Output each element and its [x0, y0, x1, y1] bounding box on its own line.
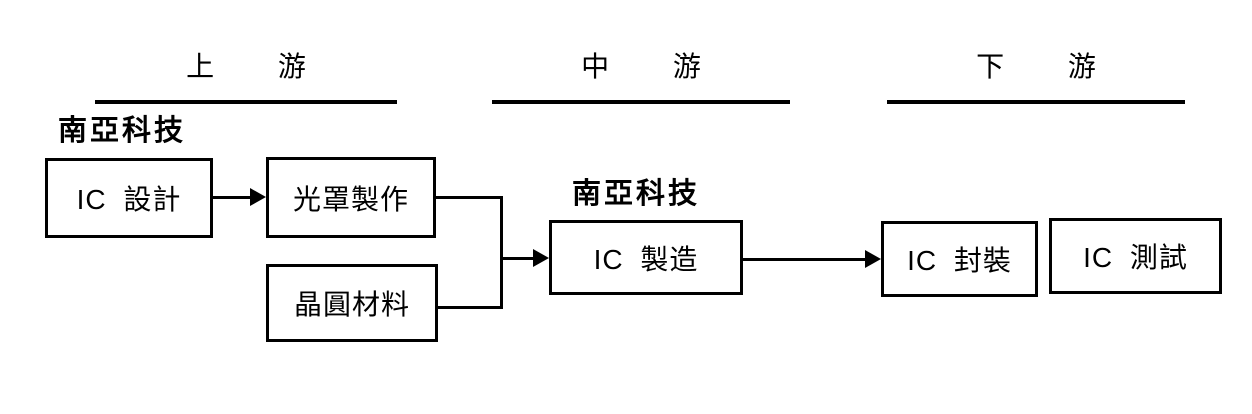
arrowhead-right-icon: [533, 249, 549, 267]
arrowhead-right-icon: [865, 250, 881, 268]
connector-merge-to-manufacturing: [500, 257, 534, 260]
connector-mask-to-merge: [436, 196, 503, 199]
node-mask-making-label: 光罩製作: [292, 183, 409, 215]
node-ic-design-label: IC 設計: [76, 184, 182, 215]
node-ic-testing: IC 測試: [1049, 218, 1222, 294]
node-wafer-material: 晶圓材料: [266, 264, 438, 342]
node-ic-packaging: IC 封裝: [881, 221, 1038, 297]
section-underline-midstream: [492, 100, 790, 104]
node-ic-packaging-label: IC 封裝: [907, 245, 1012, 276]
node-wafer-material-label: 晶圓材料: [293, 289, 410, 320]
connector-design-to-mask: [213, 196, 251, 199]
company-label-upstream: 南亞科技: [58, 115, 187, 147]
node-ic-design: IC 設計: [45, 158, 213, 238]
company-label-midstream: 南亞科技: [572, 178, 701, 210]
connector-wafer-to-merge: [438, 306, 503, 309]
node-ic-manufacturing-label: IC 製造: [593, 243, 699, 275]
section-underline-upstream: [95, 100, 397, 104]
node-mask-making: 光罩製作: [266, 157, 436, 238]
connector-manufacturing-to-packaging: [742, 258, 866, 261]
node-ic-manufacturing: IC 製造: [549, 220, 743, 295]
section-underline-downstream: [887, 100, 1185, 104]
section-title-midstream: 中 游: [581, 51, 701, 82]
section-title-upstream: 上 游: [186, 51, 306, 82]
connector-merge-vertical: [500, 196, 503, 309]
node-ic-testing-label: IC 測試: [1083, 242, 1188, 273]
section-title-downstream: 下 游: [976, 51, 1096, 82]
arrowhead-right-icon: [250, 188, 266, 206]
